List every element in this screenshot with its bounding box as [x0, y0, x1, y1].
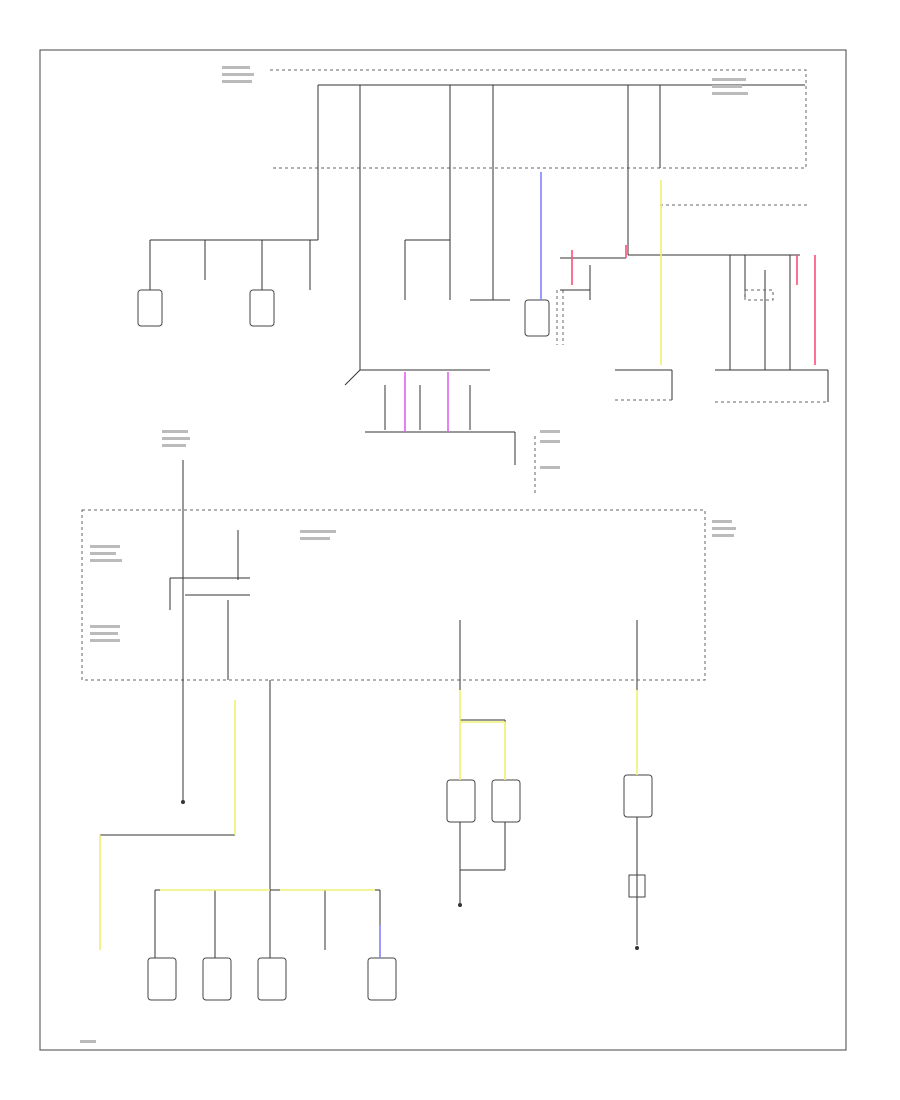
- relay-outputs: [182, 680, 653, 958]
- connector-right: [628, 874, 646, 898]
- top-left-circuits: [137, 168, 361, 370]
- top-fuse-box: [270, 69, 807, 169]
- label-marks: [80, 66, 748, 1043]
- colored-wires: [99, 172, 816, 958]
- component-bottom-2: [202, 957, 232, 1001]
- component-center-2: [491, 779, 521, 823]
- right-top-circuits: [615, 168, 829, 403]
- ground-bus: [344, 369, 536, 495]
- component-bottom-4: [367, 957, 397, 1001]
- component-right-1: [623, 774, 653, 818]
- middle-top-circuits: [404, 168, 626, 345]
- component-left-2: [249, 289, 275, 327]
- relay-box: [81, 460, 706, 681]
- diagram-border: [39, 49, 847, 1051]
- component-center-1: [446, 779, 476, 823]
- component-bottom-3: [257, 957, 287, 1001]
- component-mid-1: [524, 299, 550, 337]
- component-left-1: [137, 289, 163, 327]
- component-bottom-1: [147, 957, 177, 1001]
- ground-symbols: [181, 800, 639, 950]
- bottom-distribution: [99, 834, 397, 1001]
